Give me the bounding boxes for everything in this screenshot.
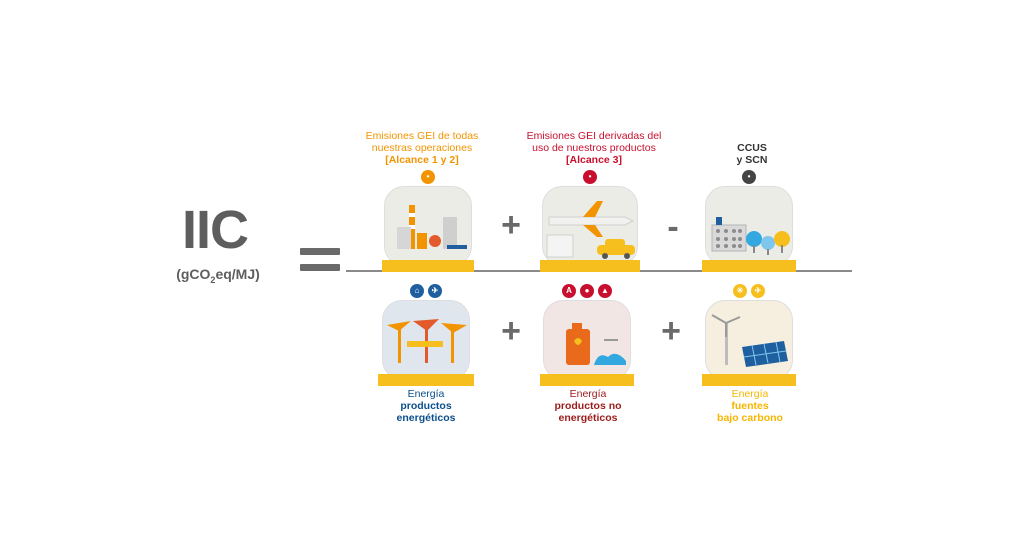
plus-top-1: + bbox=[501, 206, 521, 244]
drop-icon: ● bbox=[580, 284, 594, 298]
top-label-scope12: Emisiones GEI de todas nuestras operacio… bbox=[365, 130, 479, 166]
top-label-ccus: CCUS y SCN bbox=[736, 142, 768, 166]
co2-icon: • bbox=[583, 170, 597, 184]
oil-can-icon bbox=[566, 323, 626, 365]
solar-panel-icon bbox=[742, 341, 788, 367]
plus-bottom-1: + bbox=[501, 312, 521, 350]
iic-title: IIC bbox=[181, 200, 249, 260]
sun-icon: ☀ bbox=[733, 284, 747, 298]
asphalt-icon: A bbox=[562, 284, 576, 298]
sunshade-icon bbox=[387, 319, 467, 363]
co2-icon: • bbox=[421, 170, 435, 184]
top-label-scope3: Emisiones GEI derivadas del uso de nuest… bbox=[526, 130, 662, 166]
tile-non-energy-products: A ● ▲ bbox=[540, 284, 634, 386]
bottle-icon: ▲ bbox=[598, 284, 612, 298]
factory-icon bbox=[397, 205, 467, 249]
tile-energy-products: ⌂ ✈ bbox=[378, 284, 474, 386]
wind-turbine-icon bbox=[711, 314, 788, 367]
plane-small-icon: ✈ bbox=[751, 284, 765, 298]
tile-operations: • bbox=[382, 170, 474, 272]
tile-products-use: • bbox=[540, 170, 640, 272]
bottom-label-energy: Energía productos energéticos bbox=[396, 388, 456, 424]
minus-top: - bbox=[667, 208, 679, 246]
tile-low-carbon: ☀ ✈ bbox=[702, 284, 796, 386]
plus-bottom-2: + bbox=[661, 312, 681, 350]
bottom-label-non-energy: Energía productos no energéticos bbox=[554, 388, 622, 424]
bottom-label-low-carbon: Energía fuentes bajo carbono bbox=[717, 388, 783, 424]
trees-icon bbox=[711, 217, 790, 255]
co2-icon: • bbox=[742, 170, 756, 184]
plane-small-icon: ✈ bbox=[428, 284, 442, 298]
home-icon: ⌂ bbox=[410, 284, 424, 298]
equals-sign bbox=[300, 248, 340, 280]
car-icon bbox=[597, 239, 635, 259]
iic-unit: (gCO2eq/MJ) bbox=[176, 266, 260, 285]
airplane-icon bbox=[546, 201, 635, 259]
tile-ccus: • bbox=[702, 170, 796, 272]
